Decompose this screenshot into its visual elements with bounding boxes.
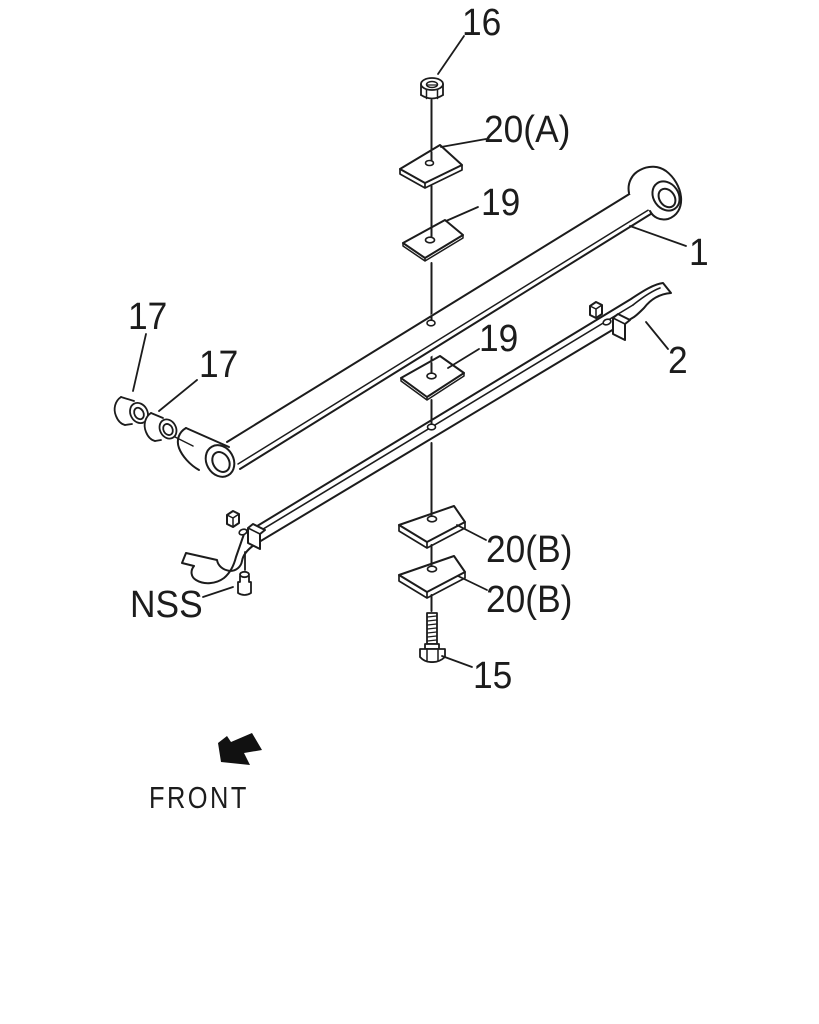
leader-line-1 [629, 225, 687, 247]
label-part-17-outer: 17 [128, 296, 168, 338]
leader-line-17-inner [158, 379, 198, 412]
leader-line-17-outer [132, 333, 147, 392]
label-part-16: 16 [462, 2, 502, 44]
hole-plate-19-lower [426, 372, 437, 380]
bolt-threads [426, 615, 438, 642]
leader-line-19-lower [447, 348, 480, 369]
front-arrow-icon [218, 733, 262, 765]
leader-line-20B-upper [456, 524, 487, 541]
spring-clip-right [589, 301, 631, 341]
label-part-20B-upper: 20(B) [486, 529, 573, 571]
hole-plate-20B-lower [426, 565, 438, 573]
bushing-axis-line [174, 436, 194, 447]
hole-plate-19-upper [424, 236, 436, 244]
leader-line-19-upper [445, 206, 479, 222]
leader-line-16 [437, 35, 465, 75]
label-part-19-upper: 19 [481, 182, 521, 224]
label-part-nss: NSS [130, 584, 203, 626]
nss-pin-drawing [237, 551, 252, 596]
label-part-17-inner: 17 [199, 344, 239, 386]
bolt-15-drawing [419, 612, 446, 663]
spring-eye-bore [211, 451, 231, 473]
plate-20B-upper-drawing [398, 505, 466, 549]
spring-hole [602, 318, 612, 326]
plates [398, 144, 466, 599]
plate-20B-lower-drawing [398, 555, 466, 599]
leader-line-nss [202, 586, 234, 598]
label-part-20A: 20(A) [484, 109, 571, 151]
leader-line-20B-lower [457, 575, 488, 591]
spring-eye-left [176, 427, 236, 478]
leaf-spring-2-body [181, 282, 672, 585]
label-front-direction: FRONT [149, 780, 249, 815]
label-part-2: 2 [668, 340, 688, 382]
hole-spring-2 [426, 423, 437, 431]
hole-spring-1 [426, 319, 436, 327]
bolt-holes [424, 159, 438, 573]
leader-line-20A [440, 138, 487, 148]
leaf-spring-2-drawing [181, 282, 672, 585]
leader-lines [132, 35, 687, 668]
spring-clip-left [226, 510, 266, 550]
label-part-15: 15 [473, 655, 513, 697]
nut-16-drawing [420, 77, 444, 100]
bushing-17-inner-drawing [143, 412, 194, 447]
leaf-spring-1-drawing [176, 165, 683, 478]
hole-plate-20B-upper [426, 515, 438, 523]
leader-line-15 [441, 655, 473, 668]
spring-eye-right [627, 165, 683, 221]
hole-plate-20A [424, 159, 435, 167]
bushing-17-outer-drawing [113, 396, 149, 426]
spring-eye-bore [657, 187, 677, 209]
label-part-1: 1 [689, 232, 709, 274]
spring-hole [238, 528, 248, 536]
label-part-19-lower: 19 [479, 318, 519, 360]
leader-line-2 [645, 321, 669, 350]
label-part-20B-lower: 20(B) [486, 579, 573, 621]
